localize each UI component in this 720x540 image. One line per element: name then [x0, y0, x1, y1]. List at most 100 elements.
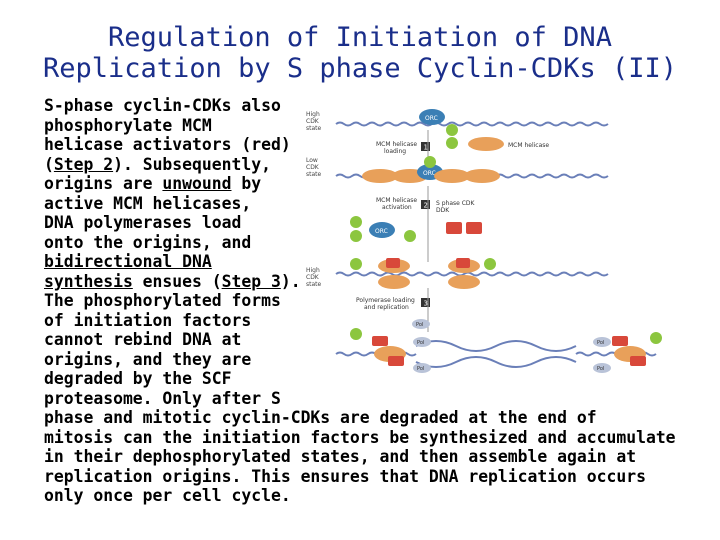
state-label: High [306, 267, 320, 274]
ddk-label: DDK [436, 207, 450, 214]
pol-label: Pol [597, 366, 604, 372]
body-text-fragment: ). Subsequently, [113, 154, 271, 174]
mcm-helicase [378, 275, 410, 289]
body-text-fragment: by [231, 174, 262, 193]
body-line: of initiation factors [44, 310, 252, 330]
cdt1-factor [446, 124, 458, 136]
body-line: proteasome. Only after S [44, 388, 281, 408]
step-2-badge [421, 200, 430, 209]
title-line-1: Regulation of Initiation of DNA [108, 22, 612, 53]
cdt1-factor [424, 156, 436, 168]
body-text-fragment: ensues ( [132, 271, 222, 291]
body-text: S-phase cyclin-CDKs also phosphorylate M… [44, 96, 676, 506]
body-line: replication origins. This ensures that D… [44, 466, 646, 486]
unwound-emphasis: unwound [162, 174, 232, 193]
cdc6-factor [350, 216, 362, 228]
body-line: The phosphorylated forms [44, 291, 281, 310]
body-line: phosphorylate MCM [44, 115, 212, 135]
pol-label: Pol [597, 340, 604, 346]
body-line: phase and mitotic cyclin-CDKs are degrad… [44, 408, 597, 427]
step-3-label: Polymerase loading [356, 297, 415, 304]
step-2-number: 2 [424, 202, 428, 210]
step-3-link[interactable]: Step 3 [221, 271, 281, 291]
red-activator [612, 336, 628, 346]
polymerase [413, 337, 431, 347]
replication-diagram-svg: High CDK state Low CDK state High CDK st… [306, 109, 662, 373]
body-line: synthesis ensues (Step 3). [44, 272, 676, 292]
mcm-helicase-label: MCM helicase [508, 142, 549, 149]
body-line: only once per cell cycle. [44, 486, 291, 505]
orc-label: ORC [423, 170, 436, 177]
body-line: onto the origins, and [44, 232, 252, 252]
body-line: origins, and they are [44, 349, 252, 369]
green-factor [650, 332, 662, 344]
state-label: state [306, 125, 322, 132]
polymerase [413, 363, 431, 373]
state-label: CDK [306, 164, 320, 171]
red-activator [456, 258, 470, 268]
step-3-number: 3 [424, 300, 428, 308]
body-text-fragment: ). [280, 271, 301, 291]
dna-strand [415, 356, 577, 368]
body-line: S-phase cyclin-CDKs also [44, 96, 281, 115]
body-line: origins are unwound by [44, 174, 676, 194]
state-label: CDK [306, 274, 320, 281]
polymerase [593, 337, 611, 347]
body-line: helicase activators (red) [44, 135, 291, 154]
step-3-badge [421, 298, 430, 307]
step-2-label: MCM helicase [376, 197, 417, 204]
body-line: in their dephosphorylated states, and th… [44, 447, 637, 466]
red-activator [630, 356, 646, 366]
sphase-cdk-label: S phase CDK [436, 200, 476, 207]
orc-label: ORC [425, 115, 438, 122]
body-line: cannot rebind DNA at [44, 330, 242, 349]
body-line: mitosis can the initiation factors be sy… [44, 427, 676, 447]
mcm-helicase [464, 169, 500, 183]
red-activator [388, 356, 404, 366]
body-line: DNA polymerases load [44, 213, 242, 232]
red-activator [466, 222, 482, 234]
bidirectional-emphasis: bidirectional DNA [44, 252, 212, 271]
step-1-number: 1 [424, 144, 428, 152]
state-label: state [306, 171, 322, 178]
step-2-label: activation [382, 204, 412, 211]
step-3-label: and replication [364, 304, 409, 311]
pol-label: Pol [416, 322, 423, 328]
red-activator [446, 222, 462, 234]
orc-protein [419, 109, 445, 125]
body-line: degraded by the SCF [44, 369, 232, 388]
pol-label: Pol [417, 366, 424, 372]
step-2-link[interactable]: Step 2 [53, 154, 114, 174]
synthesis-emphasis: synthesis [44, 271, 133, 291]
replication-diagram: High CDK state Low CDK state High CDK st… [306, 106, 670, 398]
mcm-helicase [362, 169, 398, 183]
green-factor [350, 258, 362, 270]
state-label: CDK [306, 118, 320, 125]
step-1-label: loading [384, 148, 406, 155]
cdc6-factor [446, 137, 458, 149]
green-factor [484, 258, 496, 270]
red-activator [372, 336, 388, 346]
orc-label: ORC [375, 228, 388, 235]
slide-title: Regulation of Initiation of DNA Replicat… [0, 22, 720, 84]
polymerase [593, 363, 611, 373]
state-label: state [306, 281, 322, 288]
state-label: High [306, 111, 320, 118]
cdt1-factor [350, 230, 362, 242]
mcm-helicase [468, 137, 504, 151]
step-1-label: MCM helicase [376, 141, 417, 148]
title-line-2: Replication by S phase Cyclin-CDKs (II) [43, 53, 677, 84]
body-text-fragment: ( [44, 154, 54, 174]
cdc6-factor [404, 230, 416, 242]
dna-strand [335, 271, 609, 277]
polymerase [412, 319, 430, 329]
body-text-fragment: origins are [44, 174, 163, 193]
orc-protein [369, 222, 395, 238]
body-line: active MCM helicases, [44, 193, 252, 213]
mcm-helicase [448, 275, 480, 289]
step-1-badge [421, 142, 430, 151]
state-label: Low [306, 157, 318, 164]
body-line: (Step 2). Subsequently, [44, 155, 676, 175]
pol-label: Pol [417, 340, 424, 346]
green-factor [350, 328, 362, 340]
